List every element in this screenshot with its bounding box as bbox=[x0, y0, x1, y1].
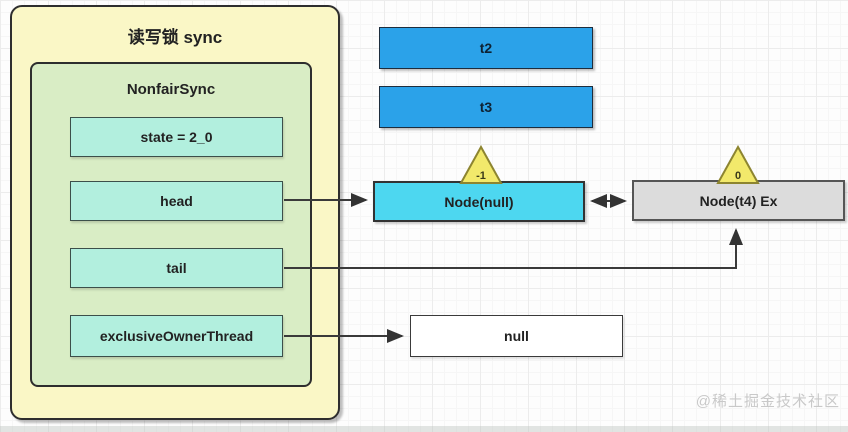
field-head: head bbox=[70, 181, 283, 221]
waitstatus-triangle-node-t4: 0 bbox=[716, 145, 760, 185]
waitstatus-triangle-node-null: -1 bbox=[459, 145, 503, 185]
triangle-icon bbox=[716, 145, 760, 184]
field-state: state = 2_0 bbox=[70, 117, 283, 157]
waitstatus-value: 0 bbox=[734, 170, 742, 182]
thread-box-t2: t2 bbox=[379, 27, 593, 69]
nonfairsync-title: NonfairSync bbox=[126, 80, 216, 98]
field-tail: tail bbox=[70, 248, 283, 288]
node-null-box: Node(null) bbox=[373, 181, 585, 222]
field-exclusive-owner-thread: exclusiveOwnerThread bbox=[70, 315, 283, 357]
bottom-edge-strip bbox=[0, 426, 848, 432]
null-value-box: null bbox=[410, 315, 623, 357]
arrow-tail-to-node-t4 bbox=[284, 228, 743, 269]
waitstatus-value: -1 bbox=[476, 170, 486, 182]
thread-box-t3: t3 bbox=[379, 86, 593, 128]
triangle-icon bbox=[459, 145, 503, 184]
sync-container-title: 读写锁 sync bbox=[127, 27, 223, 47]
node-t4-ex-box: Node(t4) Ex bbox=[632, 180, 845, 221]
watermark-text: @稀土掘金技术社区 bbox=[695, 392, 840, 410]
